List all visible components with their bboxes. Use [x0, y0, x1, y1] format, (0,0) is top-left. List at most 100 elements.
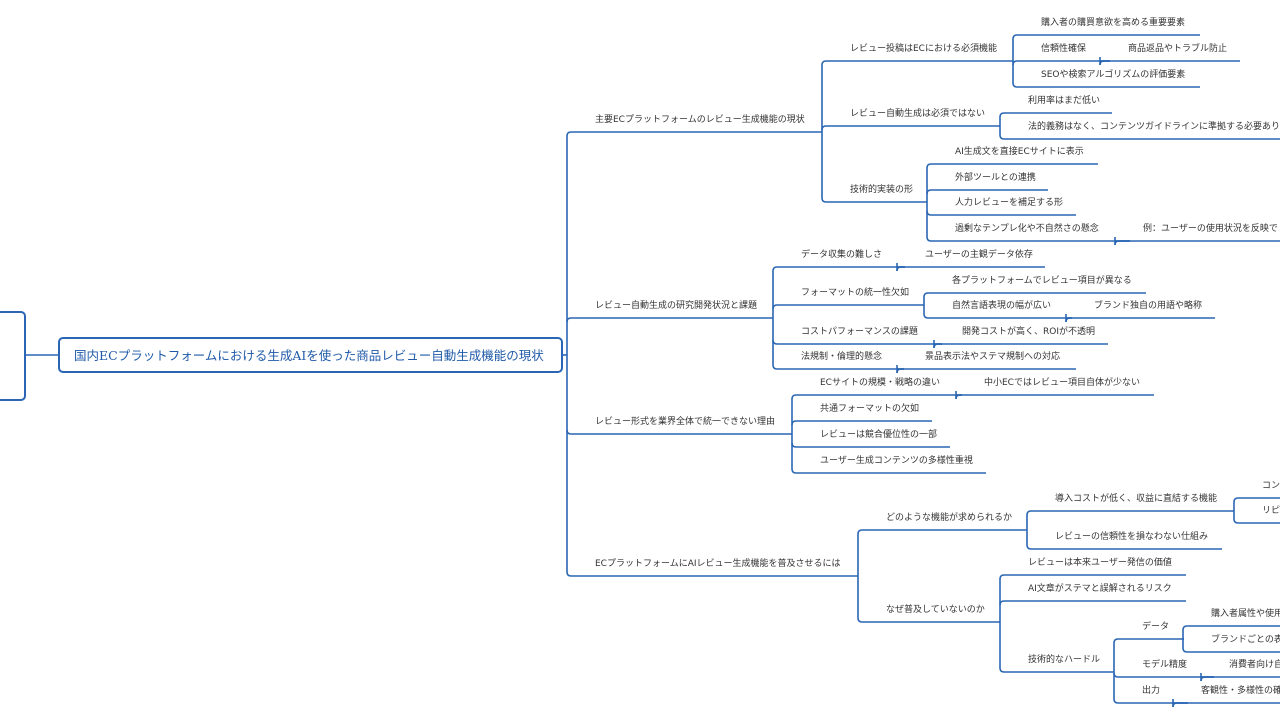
underline-1-1-1-0 — [1065, 317, 1215, 323]
underline-0-2-3 — [926, 236, 1130, 242]
node-3-0-0-1[interactable]: リピ — [1262, 506, 1280, 516]
node-1-3-0[interactable]: 景品表示法やステマ規制への対応 — [925, 352, 1061, 362]
node-3-1-2[interactable]: 技術的なハードル — [1028, 655, 1101, 665]
underline-1-1 — [772, 304, 924, 310]
node-0-2-1[interactable]: 外部ツールとの連携 — [955, 173, 1036, 183]
underline-2 — [566, 429, 791, 435]
node-3-1-2-0[interactable]: データ — [1142, 622, 1170, 632]
node-1-2[interactable]: コストパフォーマンスの課題 — [801, 327, 918, 337]
node-0-1-1[interactable]: 法的義務はなく、コンテンツガイドラインに準拠する必要あり — [1028, 122, 1280, 132]
node-3[interactable]: ECプラットフォームにAIレビュー生成機能を普及させるには — [595, 559, 841, 569]
node-0-0-2[interactable]: SEOや検索アルゴリズムの評価要素 — [1041, 70, 1186, 80]
underline-0-0-1 — [1012, 60, 1110, 66]
underline-1-0 — [772, 266, 905, 272]
node-1-0[interactable]: データ収集の難しさ — [801, 250, 883, 260]
node-1-1-1[interactable]: 自然言語表現の幅が広い — [952, 301, 1052, 311]
underline-3-1-2-1 — [1113, 672, 1214, 678]
underline-1 — [566, 317, 772, 323]
underline-1-3 — [772, 364, 904, 370]
node-2-2[interactable]: レビューは競合優位性の一部 — [820, 430, 938, 440]
node-1-1-1-0[interactable]: ブランド独自の用語や略称 — [1094, 301, 1203, 311]
underline-2-3 — [791, 468, 986, 474]
underline-0-0 — [821, 60, 1013, 66]
underline-1-2 — [772, 339, 942, 345]
underline-3-1-2-0-1 — [1182, 647, 1280, 653]
node-1-1[interactable]: フォーマットの統一性欠如 — [801, 288, 910, 298]
underline-3-1-2-0 — [1113, 638, 1184, 644]
node-1[interactable]: レビュー自動生成の研究開発状況と課題 — [595, 301, 758, 311]
offscreen-node — [0, 311, 26, 401]
node-0[interactable]: 主要ECプラットフォームのレビュー生成機能の現状 — [595, 115, 805, 125]
underline-0-1 — [821, 125, 1000, 131]
node-3-1-2-2[interactable]: 出力 — [1142, 686, 1161, 696]
node-0-0-1-0[interactable]: 商品返品やトラブル防止 — [1128, 44, 1228, 54]
underline-2-2 — [791, 442, 950, 448]
root-node[interactable]: 国内ECプラットフォームにおける生成AIを使った商品レビュー自動生成機能の現状 — [58, 337, 563, 373]
node-3-0-0-0[interactable]: コン — [1262, 481, 1280, 491]
node-0-2-2[interactable]: 人力レビューを補足する形 — [955, 198, 1064, 208]
node-3-1-1[interactable]: AI文章がステマと誤解されるリスク — [1028, 584, 1172, 594]
node-3-1-2-1[interactable]: モデル精度 — [1142, 660, 1188, 670]
underline-0-2 — [821, 197, 926, 203]
underline-2-1 — [791, 420, 932, 426]
node-3-1-2-0-0[interactable]: 購入者属性や使用 — [1211, 609, 1280, 619]
underline-3-0-0-1 — [1233, 518, 1280, 524]
underline-3-1-2-2-0 — [1172, 702, 1280, 708]
node-0-1[interactable]: レビュー自動生成は必須ではない — [850, 109, 986, 119]
underline-0-2-3-0 — [1114, 240, 1280, 246]
underline-2-0-0 — [955, 394, 1154, 400]
underline-3-1 — [857, 617, 1000, 623]
node-2-1[interactable]: 共通フォーマットの欠如 — [820, 404, 920, 414]
node-2-0-0[interactable]: 中小ECではレビュー項目自体が少ない — [984, 378, 1140, 388]
underline-1-1-0 — [923, 292, 1146, 298]
node-3-1[interactable]: なぜ普及していないのか — [886, 605, 985, 615]
node-3-1-0[interactable]: レビューは本来ユーザー発信の価値 — [1028, 558, 1172, 568]
node-3-1-2-1-0[interactable]: 消費者向け自 — [1229, 660, 1280, 670]
underline-1-1-1 — [923, 313, 1072, 319]
node-0-2-0[interactable]: AI生成文を直接ECサイトに表示 — [955, 147, 1084, 157]
underline-0-0-2 — [1012, 82, 1200, 88]
underline-0-0-1-0 — [1099, 60, 1240, 66]
underline-0-1-0 — [999, 112, 1112, 118]
underline-3-1-2-2 — [1113, 698, 1188, 704]
node-3-0-0[interactable]: 導入コストが低く、収益に直結する機能 — [1055, 494, 1218, 504]
node-2-0[interactable]: ECサイトの規模・戦略の違い — [820, 378, 940, 388]
node-1-0-0[interactable]: ユーザーの主観データ依存 — [925, 250, 1033, 260]
underline-0-0-0 — [1012, 34, 1200, 40]
underline-3-0-0-0 — [1233, 497, 1280, 503]
node-0-2[interactable]: 技術的実装の形 — [850, 185, 914, 195]
node-2-3[interactable]: ユーザー生成コンテンツの多様性重視 — [820, 456, 973, 466]
underline-1-2-0 — [933, 343, 1108, 349]
underline-2-0 — [791, 394, 962, 400]
underline-1-0-0 — [896, 266, 1045, 272]
underline-3-1-0 — [999, 574, 1186, 580]
underline-3 — [566, 571, 857, 577]
node-3-0[interactable]: どのような機能が求められるか — [886, 513, 1013, 523]
node-2[interactable]: レビュー形式を業界全体で統一できない理由 — [595, 417, 776, 427]
underline-1-3-0 — [896, 368, 1076, 374]
node-3-1-2-0-1[interactable]: ブランドごとの表 — [1211, 635, 1280, 645]
underline-0 — [566, 131, 822, 137]
underline-3-1-1 — [999, 600, 1186, 606]
underline-0-2-1 — [926, 189, 1048, 195]
node-1-2-0[interactable]: 開発コストが高く、ROIが不透明 — [962, 327, 1095, 337]
underline-3-1-2-0-0 — [1182, 625, 1280, 631]
underline-3-1-2 — [999, 667, 1114, 673]
root-node-label: 国内ECプラットフォームにおける生成AIを使った商品レビュー自動生成機能の現状 — [74, 348, 544, 363]
underline-3-1-2-1-0 — [1200, 676, 1280, 682]
node-3-1-2-2-0[interactable]: 客観性・多様性の確 — [1201, 686, 1280, 696]
underline-0-2-0 — [926, 163, 1098, 169]
node-1-3[interactable]: 法規制・倫理的懸念 — [801, 352, 883, 362]
node-0-0[interactable]: レビュー投稿はECにおける必須機能 — [850, 44, 997, 54]
node-3-0-1[interactable]: レビューの信頼性を損なわない仕組み — [1055, 532, 1209, 542]
node-0-0-0[interactable]: 購入者の購買意欲を高める重要要素 — [1041, 18, 1186, 28]
underline-0-2-2 — [926, 210, 1076, 216]
node-0-2-3[interactable]: 過剰なテンプレ化や不自然さの懸念 — [955, 224, 1099, 234]
node-1-1-0[interactable]: 各プラットフォームでレビュー項目が異なる — [952, 276, 1132, 286]
underline-3-0-1 — [1026, 544, 1222, 550]
node-0-0-1[interactable]: 信頼性確保 — [1041, 44, 1087, 54]
node-0-2-3-0[interactable]: 例：ユーザーの使用状況を反映で — [1143, 224, 1278, 234]
node-0-1-0[interactable]: 利用率はまだ低い — [1028, 96, 1101, 106]
underline-3-0 — [857, 529, 1027, 535]
